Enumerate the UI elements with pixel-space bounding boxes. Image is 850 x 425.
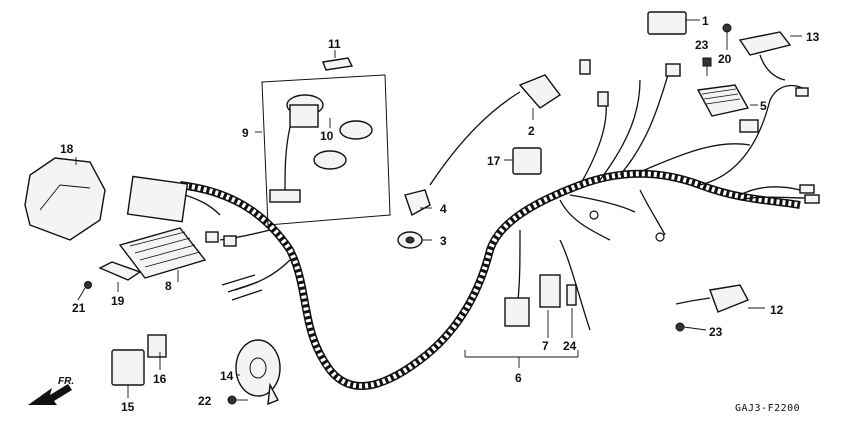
right-wire-connectors [579,59,820,242]
leader-lines [75,118,510,398]
label-6: 6 [515,371,522,385]
part-2-ignition-coil [429,74,562,186]
part-11-key [322,50,354,71]
label-22: 22 [198,394,212,408]
part-23-bolt-upper [702,57,712,76]
part-23-bolt-lower [675,322,707,332]
label-16: 16 [153,372,167,386]
label-13: 13 [806,30,820,44]
part-21-screw [77,281,92,301]
label-24: 24 [563,339,577,353]
main-connector-6 [504,297,530,327]
part-6-bracket-line [464,308,579,368]
part-20-screw [722,23,732,50]
part-16-connector [147,334,167,358]
label-8: 8 [165,279,172,293]
wire-harness [179,74,809,390]
part-15-relay [111,349,145,386]
label-21: 21 [72,301,86,315]
label-20: 20 [718,52,732,66]
left-wire-connectors [205,231,263,301]
part-5-regulator [696,84,759,133]
label-9: 9 [242,126,249,140]
label-19: 19 [111,294,125,308]
label-23-upper: 23 [695,38,709,52]
callout-labels: 1 2 3 4 5 6 7 8 9 10 11 12 13 14 15 16 1… [60,14,820,414]
part-4-plug-cap [404,189,432,217]
label-2: 2 [528,124,535,138]
label-12: 12 [770,303,784,317]
part-9-switch-set [255,74,391,226]
part-12-sensor [675,284,765,313]
part-13-bracket [738,31,802,81]
part-18-cover [24,157,106,241]
direction-label: FR. [58,376,74,387]
part-1-relay [647,11,700,35]
part-14-horn [235,339,281,406]
label-3: 3 [440,234,447,248]
part-7-connector [539,274,561,308]
part-22-bolt [227,395,248,405]
label-18: 18 [60,142,74,156]
part-3-grommet [397,231,432,249]
harness-connector-left [126,175,221,223]
part-17-relay [505,147,542,175]
label-5: 5 [760,99,767,113]
label-17: 17 [487,154,501,168]
part-24-fuse [566,284,577,306]
label-15: 15 [121,400,135,414]
part-19-bracket [98,261,142,281]
label-7: 7 [542,339,549,353]
label-11: 11 [328,37,341,51]
label-4: 4 [440,202,447,216]
label-14: 14 [220,369,234,383]
label-10: 10 [320,129,334,143]
drawing-code: GAJ3-F2200 [735,403,800,414]
front-direction-arrow: FR. [28,376,74,405]
label-23-lower: 23 [709,325,723,339]
label-1: 1 [702,14,709,28]
part-8-cdi [118,227,207,279]
